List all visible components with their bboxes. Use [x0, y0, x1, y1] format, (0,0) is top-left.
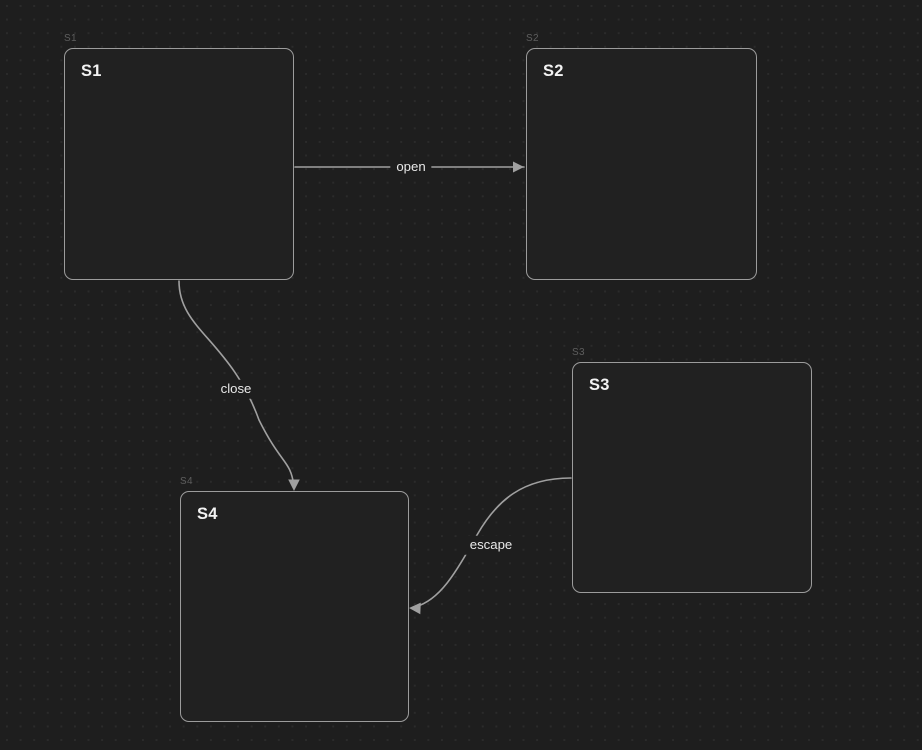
edge-escape-arrowhead: [409, 602, 421, 615]
node-caption-s1: S1: [64, 33, 77, 44]
node-caption-s3: S3: [572, 347, 585, 358]
node-s4[interactable]: S4: [180, 491, 409, 722]
node-s4-title: S4: [197, 505, 218, 523]
node-caption-s2: S2: [526, 33, 539, 44]
edge-label-open[interactable]: open: [390, 157, 432, 177]
edge-label-close[interactable]: close: [214, 379, 258, 399]
node-s3-title: S3: [589, 376, 610, 394]
edge-label-escape[interactable]: escape: [463, 535, 519, 555]
node-s1[interactable]: S1: [64, 48, 294, 280]
edge-open-arrowhead: [513, 161, 524, 173]
node-s2[interactable]: S2: [526, 48, 757, 280]
node-s3[interactable]: S3: [572, 362, 812, 593]
edge-close-arrowhead: [288, 479, 300, 491]
node-s1-title: S1: [81, 62, 102, 80]
node-caption-s4: S4: [180, 476, 193, 487]
node-s2-title: S2: [543, 62, 564, 80]
